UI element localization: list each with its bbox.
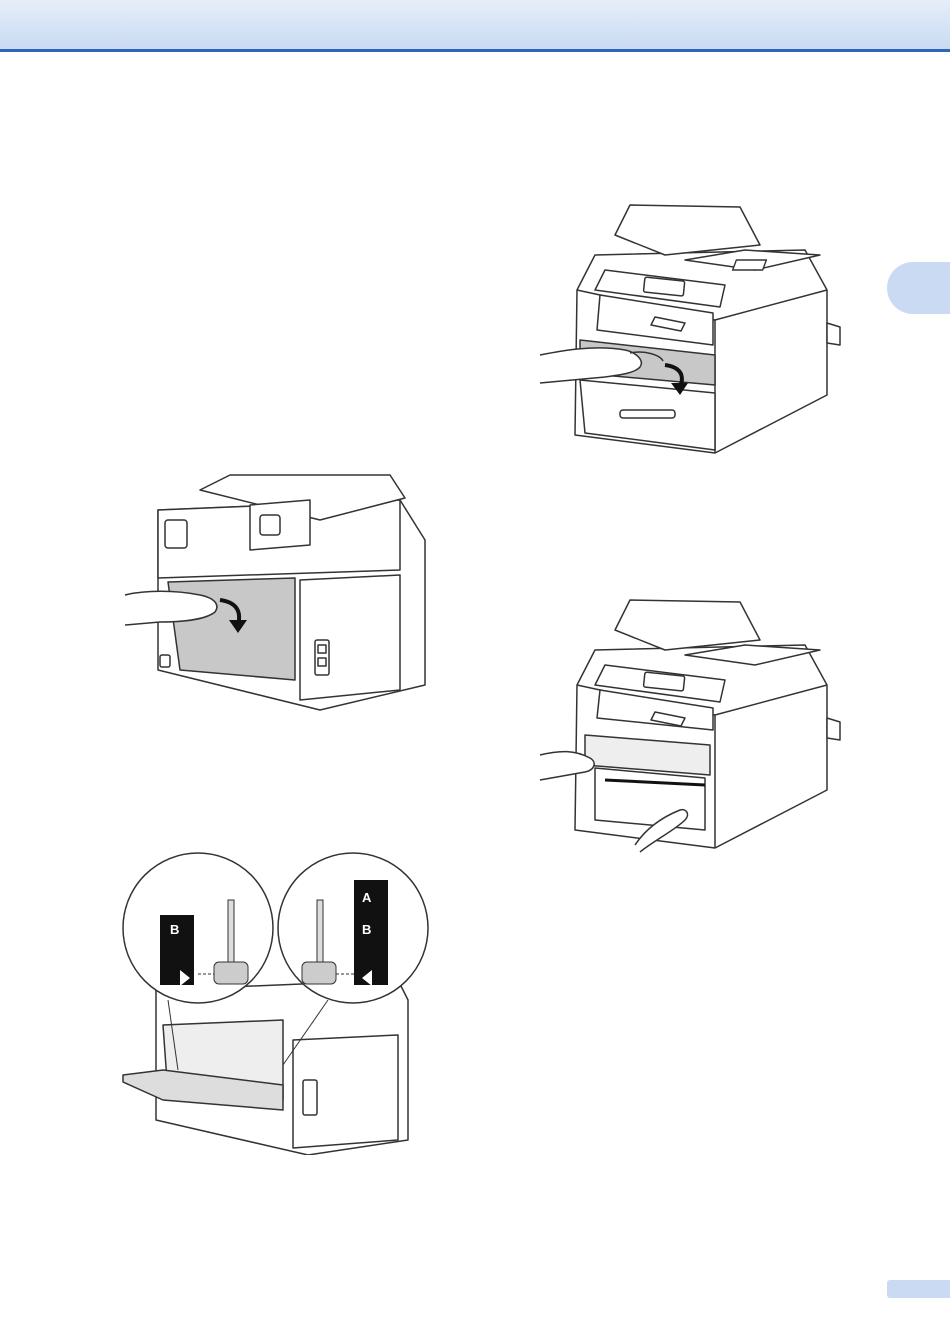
callout-right-label-bottom: B <box>362 922 371 937</box>
header-band <box>0 0 950 52</box>
printer-front-illustration <box>535 195 855 460</box>
callout-left-label: B <box>170 922 179 937</box>
page-number-tab <box>887 1280 950 1298</box>
chapter-tab <box>887 262 950 314</box>
figure-pull-tray <box>535 590 855 855</box>
callout-left-circle <box>123 853 273 1003</box>
callout-right-circle <box>278 853 428 1003</box>
lever-callout-illustration: B A B <box>118 850 433 1155</box>
callout-right-label-top: A <box>362 890 372 905</box>
figure-lever-callouts: B A B <box>118 850 433 1155</box>
figure-front-cover-open <box>535 195 855 460</box>
printer-back-illustration <box>120 470 430 715</box>
printer-tray-illustration <box>535 590 855 855</box>
figure-back-cover-open <box>120 470 430 715</box>
